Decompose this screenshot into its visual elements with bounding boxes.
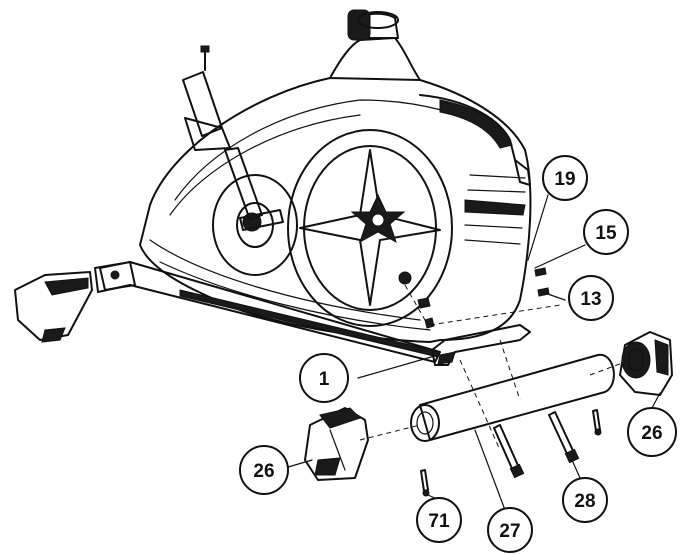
callout-28: 28 <box>562 477 608 523</box>
callout-label: 1 <box>319 369 330 390</box>
callout-13: 13 <box>568 275 614 321</box>
callout-label: 13 <box>580 289 601 310</box>
callout-26-right: 26 <box>627 407 677 457</box>
part-bolts-28 <box>493 409 602 479</box>
callout-label: 26 <box>253 461 274 482</box>
assembly-lines <box>359 284 626 451</box>
part-endcap-26-left <box>304 407 369 481</box>
callout-71: 71 <box>416 497 462 543</box>
leader-lines <box>277 194 661 511</box>
seat-post <box>182 45 231 151</box>
part-screw-71 <box>420 469 430 497</box>
callout-27: 27 <box>487 507 533 553</box>
callout-label: 19 <box>554 169 575 190</box>
part-bracket-1 <box>431 324 531 366</box>
callout-1: 1 <box>299 353 349 403</box>
callout-15: 15 <box>583 209 629 255</box>
callout-label: 26 <box>641 423 662 444</box>
callout-label: 27 <box>499 521 520 542</box>
callout-26-left: 26 <box>239 445 289 495</box>
crank-hub <box>212 147 298 276</box>
callout-label: 15 <box>595 223 617 244</box>
bike-housing <box>139 9 532 343</box>
small-hardware <box>398 267 550 329</box>
callout-19: 19 <box>542 155 588 201</box>
flywheel <box>287 129 453 327</box>
callout-label: 28 <box>574 491 595 512</box>
callout-label: 71 <box>428 511 450 532</box>
part-tube-27 <box>410 353 615 442</box>
part-endcap-26-right <box>619 331 673 396</box>
